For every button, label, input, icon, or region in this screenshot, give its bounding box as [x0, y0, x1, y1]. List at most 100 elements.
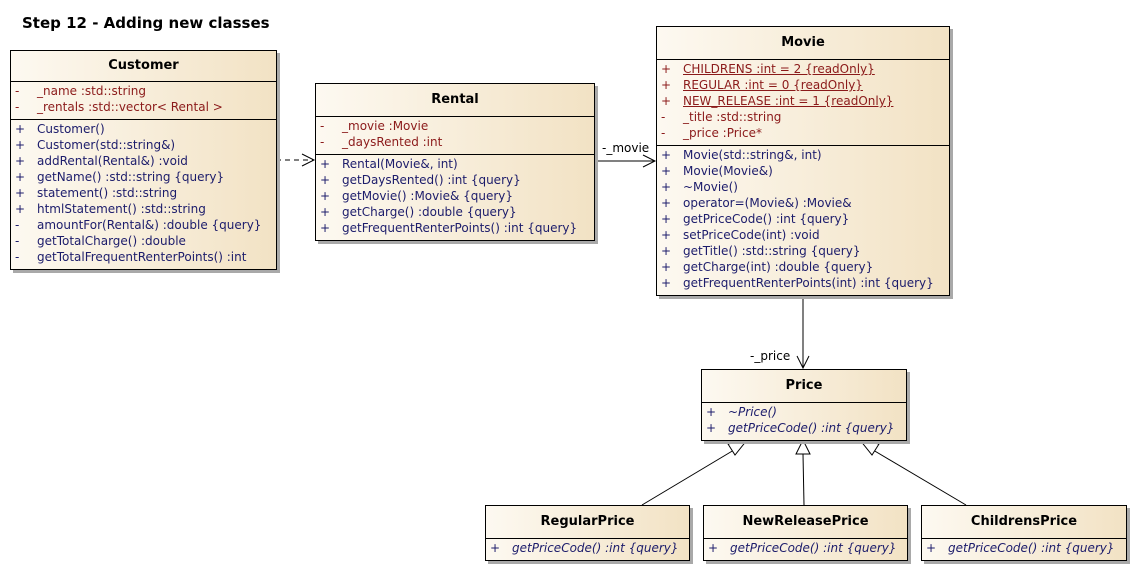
visibility-marker: +: [15, 122, 26, 136]
operation-text: getPriceCode() :int {query}: [730, 541, 897, 555]
operation-text: getTitle() :std::string {query}: [683, 244, 861, 258]
visibility-marker: +: [320, 173, 331, 187]
operation-row[interactable]: -getTotalCharge() :double: [11, 234, 276, 250]
visibility-marker: +: [708, 541, 719, 555]
operation-text: getPriceCode() :int {query}: [728, 421, 895, 435]
attribute-row[interactable]: +REGULAR :int = 0 {readOnly}: [657, 78, 949, 94]
operation-row[interactable]: +getFrequentRenterPoints(int) :int {quer…: [657, 276, 949, 292]
operation-compartment: + Rental(Movie&, int) + getDaysRented() :in…: [316, 155, 594, 240]
operation-text: getCharge(int) :double {query}: [683, 260, 874, 274]
operation-row[interactable]: +statement() :std::string: [11, 186, 276, 202]
operation-compartment: +~Price()+ getPriceCode() :int {query}: [702, 403, 906, 440]
operation-text: getTotalFrequentRenterPoints() :int: [37, 250, 247, 264]
operation-row[interactable]: + getName() :std::string {query}: [11, 170, 276, 186]
class-regularprice[interactable]: RegularPrice +getPriceCode() :int {query…: [485, 505, 690, 561]
attribute-row[interactable]: -_daysRented :int: [316, 135, 594, 151]
rental-movie-arrowhead: [642, 154, 657, 168]
class-rental[interactable]: Rental -_movie :Movie-_daysRented :int +…: [315, 83, 595, 241]
attribute-text: CHILDRENS :int = 2 {readOnly}: [683, 62, 875, 76]
class-newreleaseprice[interactable]: NewReleasePrice + getPriceCode() :int {qu…: [703, 505, 908, 561]
class-movie[interactable]: Movie +CHILDRENS :int = 2 {readOnly}+REG…: [656, 26, 950, 296]
operation-row[interactable]: + getPriceCode() :int {query}: [704, 541, 907, 557]
visibility-marker: +: [661, 212, 672, 226]
visibility-marker: +: [15, 154, 26, 168]
operation-text: Rental(Movie&, int): [342, 157, 458, 171]
operation-row[interactable]: +Movie(std::string&, int): [657, 148, 949, 164]
operation-row[interactable]: +~Price(): [702, 405, 906, 421]
movie-role-label: -_movie: [602, 141, 650, 155]
attribute-text: _rentals :std::vector< Rental >: [37, 100, 223, 114]
visibility-marker: -: [15, 234, 20, 248]
operation-row[interactable]: -amountFor(Rental&) :double {query}: [11, 218, 276, 234]
attribute-text: _daysRented :int: [342, 135, 443, 149]
operation-row[interactable]: +operator=(Movie&) :Movie&: [657, 196, 949, 212]
visibility-marker: +: [320, 157, 331, 171]
operation-row[interactable]: +getTitle() :std::string {query}: [657, 244, 949, 260]
operation-row[interactable]: +~Movie(): [657, 180, 949, 196]
operation-text: Movie(std::string&, int): [683, 148, 822, 162]
diagram-title: Step 12 - Adding new classes: [22, 14, 270, 32]
visibility-marker: -: [661, 126, 666, 140]
class-price[interactable]: Price +~Price()+ getPriceCode() :int {que…: [701, 369, 907, 441]
attribute-row[interactable]: -_title :std::string: [657, 110, 949, 126]
operation-text: htmlStatement() :std::string: [37, 202, 206, 216]
attribute-row[interactable]: -_name :std::string: [11, 84, 276, 100]
operation-row[interactable]: +Customer(std::string&): [11, 138, 276, 154]
operation-text: ~Price(): [728, 405, 777, 419]
operation-row[interactable]: +getCharge(int) :double {query}: [657, 260, 949, 276]
operation-text: getName() :std::string {query}: [37, 170, 225, 184]
operation-row[interactable]: +getFrequentRenterPoints() :int {query}: [316, 221, 594, 237]
visibility-marker: -: [661, 110, 666, 124]
attribute-row[interactable]: +NEW_RELEASE :int = 1 {readOnly}: [657, 94, 949, 110]
operation-row[interactable]: +getPriceCode() :int {query}: [657, 212, 949, 228]
operation-text: operator=(Movie&) :Movie&: [683, 196, 852, 210]
class-name: Movie: [657, 27, 949, 60]
visibility-marker: +: [15, 170, 26, 184]
newreleaseprice-generalization: [802, 453, 805, 506]
operation-row[interactable]: +setPriceCode(int) :void: [657, 228, 949, 244]
visibility-marker: +: [661, 62, 672, 76]
visibility-marker: +: [706, 421, 717, 435]
visibility-marker: -: [320, 119, 325, 133]
operation-row[interactable]: + getPriceCode() :int {query}: [702, 421, 906, 437]
class-childrensprice[interactable]: ChildrensPrice +getPriceCode() :int {que…: [921, 505, 1127, 561]
attribute-text: _price :Price*: [683, 126, 762, 140]
operation-row[interactable]: +Movie(Movie&): [657, 164, 949, 180]
operation-compartment: +getPriceCode() :int {query}: [486, 539, 689, 560]
attribute-text: REGULAR :int = 0 {readOnly}: [683, 78, 863, 92]
operation-row[interactable]: +Customer(): [11, 122, 276, 138]
operation-row[interactable]: + getDaysRented() :int {query}: [316, 173, 594, 189]
attribute-row[interactable]: - _price :Price*: [657, 126, 949, 142]
visibility-marker: +: [320, 205, 331, 219]
class-name: RegularPrice: [486, 506, 689, 539]
operation-row[interactable]: +htmlStatement() :std::string: [11, 202, 276, 218]
operation-row[interactable]: +getPriceCode() :int {query}: [486, 541, 689, 557]
class-name: Price: [702, 370, 906, 403]
operation-row[interactable]: -getTotalFrequentRenterPoints() :int: [11, 250, 276, 266]
operation-row[interactable]: +getMovie() :Movie& {query}: [316, 189, 594, 205]
operation-text: getPriceCode() :int {query}: [948, 541, 1115, 555]
attribute-row[interactable]: + CHILDRENS :int = 2 {readOnly}: [657, 62, 949, 78]
operation-text: getFrequentRenterPoints() :int {query}: [342, 221, 578, 235]
regularprice-generalization: [641, 446, 740, 506]
class-name: NewReleasePrice: [704, 506, 907, 539]
operation-text: getDaysRented() :int {query}: [342, 173, 521, 187]
operation-row[interactable]: +addRental(Rental&) :void: [11, 154, 276, 170]
visibility-marker: +: [15, 186, 26, 200]
operation-compartment: +Movie(std::string&, int)+Movie(Movie&)+…: [657, 146, 949, 295]
price-role-label: -_price: [750, 349, 791, 363]
attribute-row[interactable]: -_movie :Movie: [316, 119, 594, 135]
operation-row[interactable]: +getPriceCode() :int {query}: [922, 541, 1126, 557]
attribute-compartment: -_movie :Movie-_daysRented :int: [316, 117, 594, 155]
visibility-marker: +: [661, 228, 672, 242]
operation-row[interactable]: + Rental(Movie&, int): [316, 157, 594, 173]
attribute-row[interactable]: -_rentals :std::vector< Rental >: [11, 100, 276, 116]
operation-text: getMovie() :Movie& {query}: [342, 189, 514, 203]
attribute-compartment: + CHILDRENS :int = 2 {readOnly} +REGULAR :…: [657, 60, 949, 146]
visibility-marker: +: [490, 541, 501, 555]
operation-row[interactable]: + getCharge() :double {query}: [316, 205, 594, 221]
childrensprice-generalization-triangle: [858, 439, 880, 456]
class-customer[interactable]: Customer -_name :std::string-_rentals :s…: [10, 50, 277, 270]
operation-text: getCharge() :double {query}: [342, 205, 517, 219]
